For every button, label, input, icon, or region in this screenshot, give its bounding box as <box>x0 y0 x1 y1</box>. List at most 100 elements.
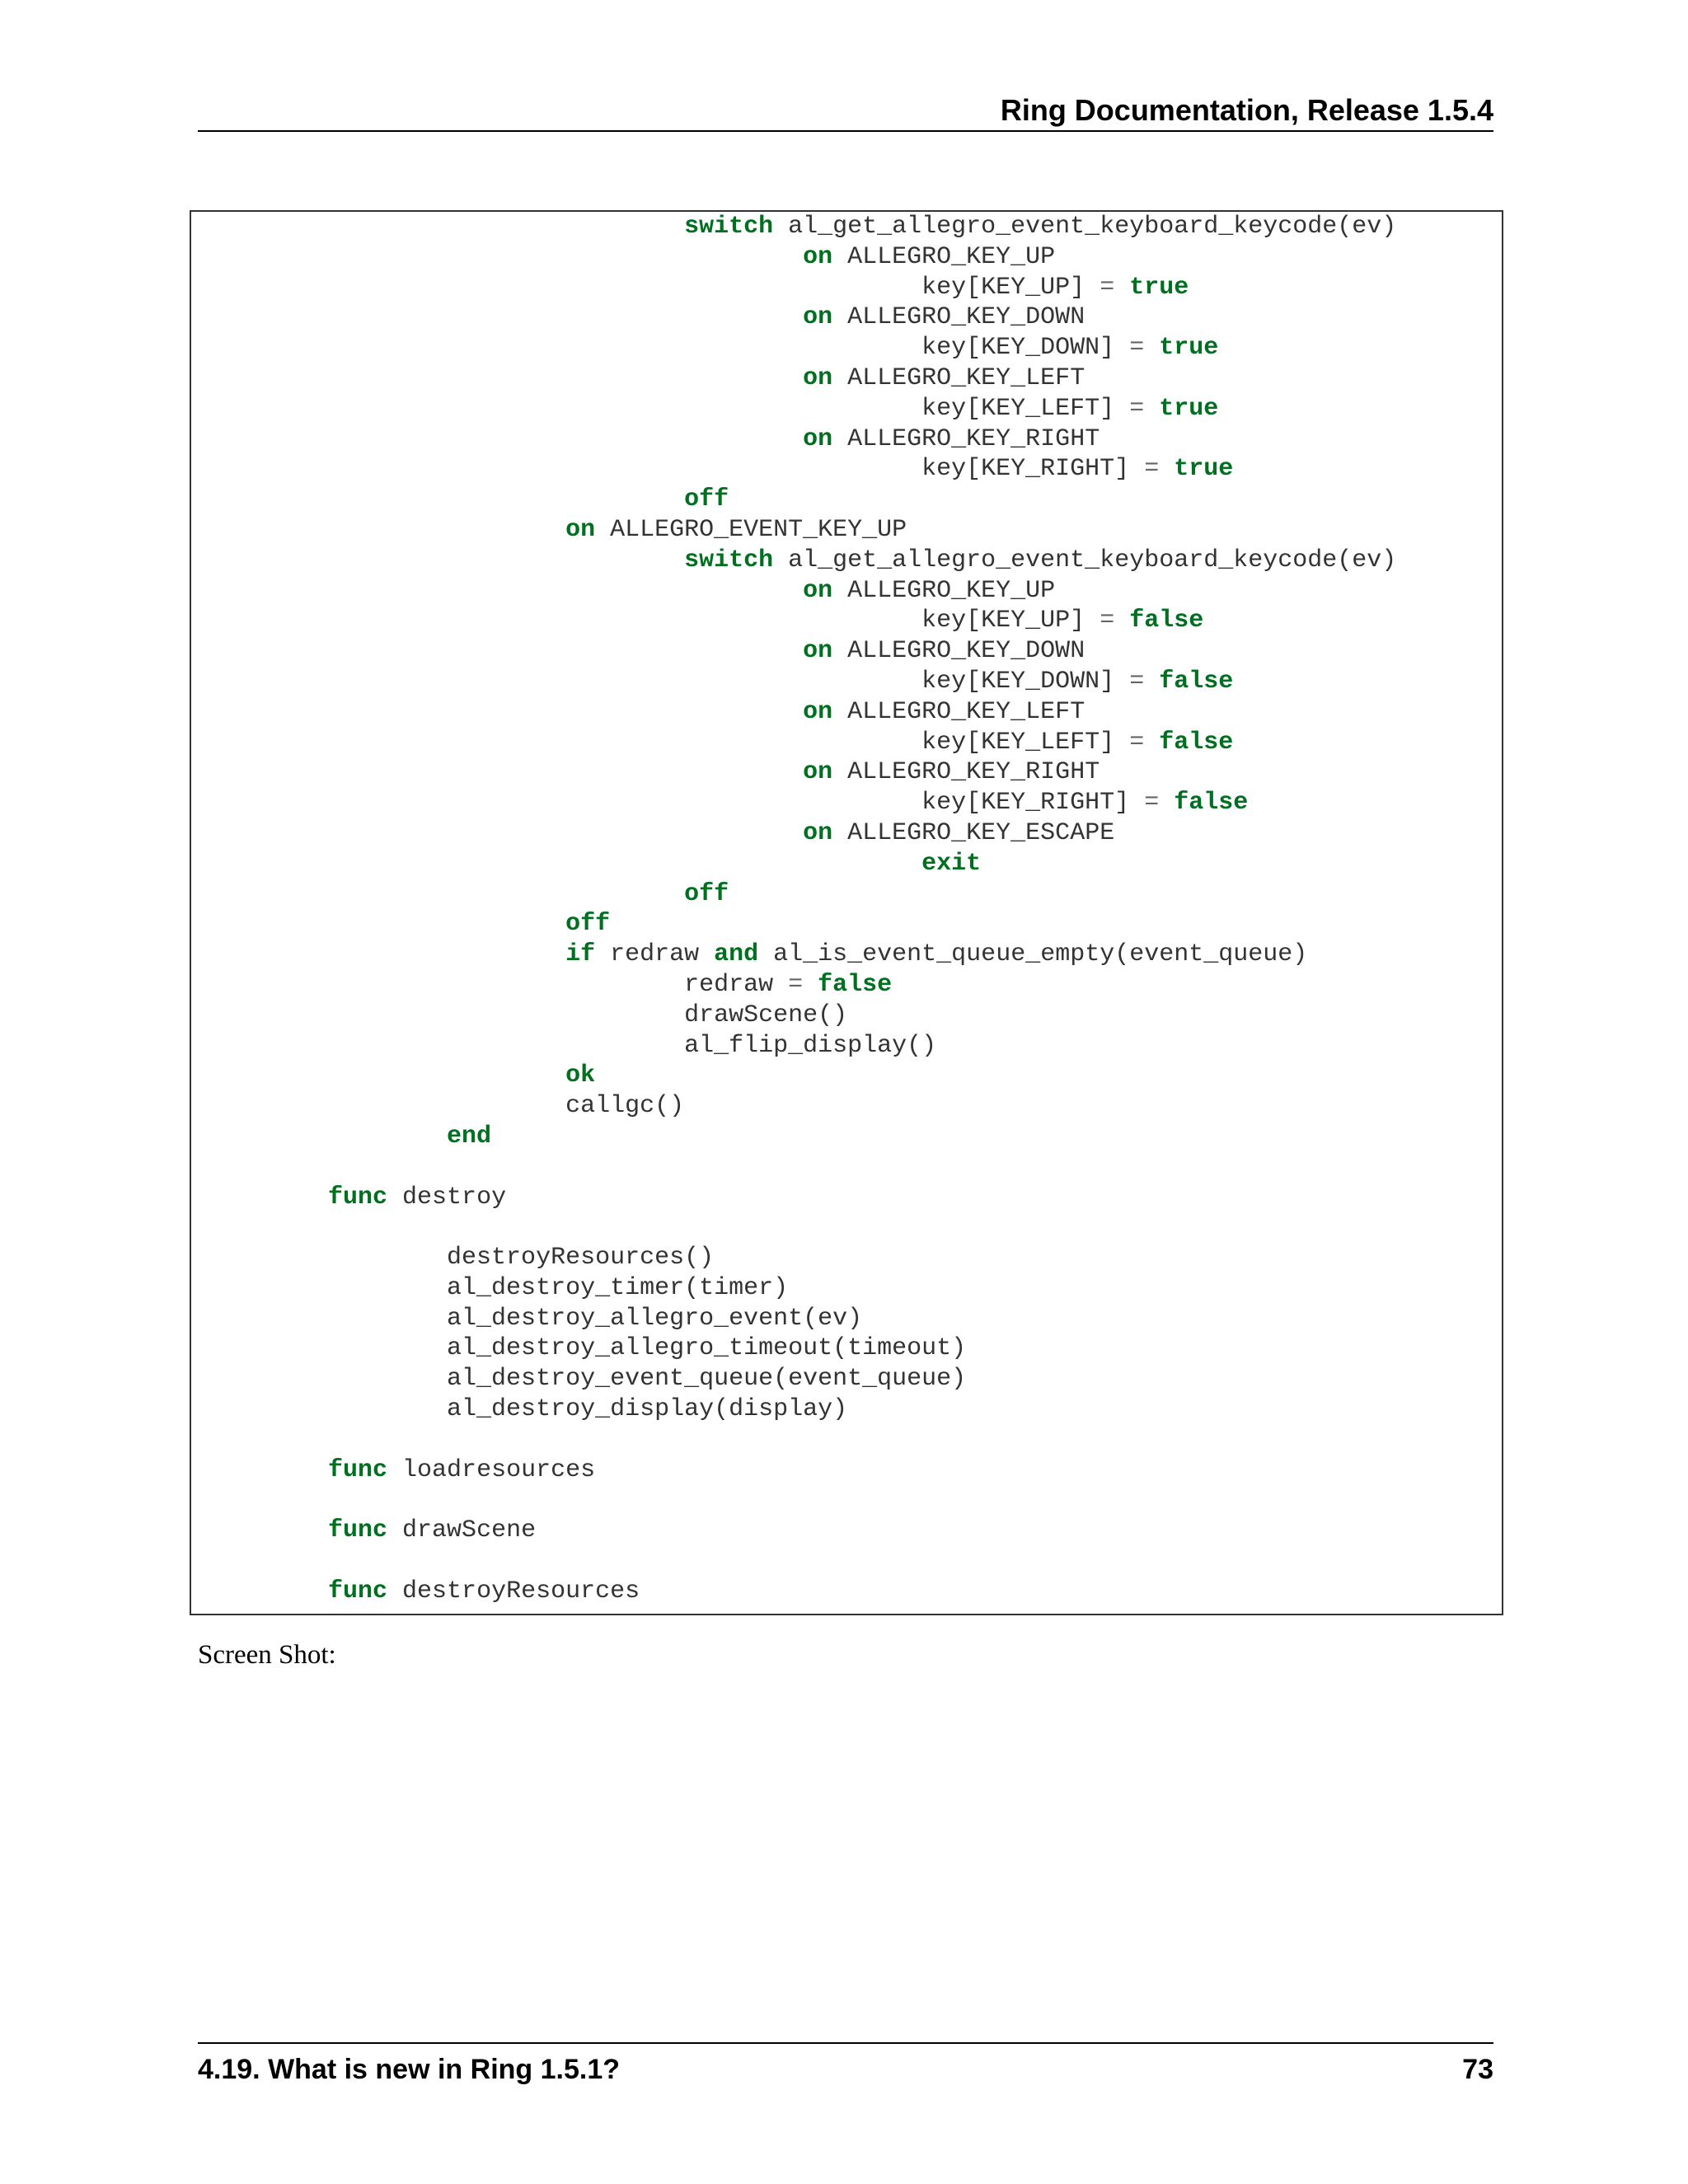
code-line: redraw = false <box>209 970 1396 1001</box>
code-block: switch al_get_allegro_event_keyboard_key… <box>190 210 1503 1615</box>
code-operator: = <box>788 970 804 999</box>
code-keyword: false <box>818 970 893 999</box>
code-line: al_destroy_allegro_event(ev) <box>209 1304 1396 1334</box>
code-line: func drawScene <box>209 1516 1396 1546</box>
code-text: ALLEGRO_KEY_UP <box>832 576 1056 605</box>
code-text: ALLEGRO_KEY_RIGHT <box>832 424 1100 453</box>
code-text: ALLEGRO_KEY_DOWN <box>832 637 1085 666</box>
code-line: if redraw and al_is_event_queue_empty(ev… <box>209 940 1396 970</box>
code-line: key[KEY_RIGHT] = false <box>209 788 1396 818</box>
code-keyword: on <box>803 637 833 666</box>
code-line: key[KEY_DOWN] = true <box>209 333 1396 363</box>
code-keyword: switch <box>684 213 774 241</box>
code-keyword: on <box>803 363 833 392</box>
footer-page-number: 73 <box>1462 2054 1493 2085</box>
code-line: on ALLEGRO_KEY_RIGHT <box>209 424 1396 455</box>
code-text: ALLEGRO_KEY_ESCAPE <box>832 818 1115 847</box>
code-text: ALLEGRO_KEY_DOWN <box>832 303 1085 332</box>
code-line: on ALLEGRO_KEY_LEFT <box>209 363 1396 394</box>
code-keyword: off <box>565 910 611 939</box>
code-keyword: exit <box>921 849 982 878</box>
code-line: on ALLEGRO_KEY_LEFT <box>209 697 1396 728</box>
code-keyword: on <box>803 242 833 271</box>
code-text: al_destroy_allegro_timeout(timeout) <box>447 1334 967 1363</box>
code-line: al_destroy_allegro_timeout(timeout) <box>209 1333 1396 1364</box>
code-line: key[KEY_DOWN] = false <box>209 667 1396 697</box>
code-line: al_destroy_timer(timer) <box>209 1273 1396 1304</box>
code-text: callgc() <box>565 1092 685 1121</box>
code-operator: = <box>1129 394 1145 423</box>
code-keyword: true <box>1159 394 1219 423</box>
code-operator: = <box>1100 607 1115 635</box>
code-text <box>1159 789 1174 817</box>
code-text: al_destroy_allegro_event(ev) <box>447 1304 863 1333</box>
code-line: on ALLEGRO_KEY_UP <box>209 242 1396 273</box>
code-keyword: false <box>1159 667 1234 696</box>
code-text <box>1114 274 1129 302</box>
code-line: destroyResources() <box>209 1243 1396 1273</box>
code-line <box>209 1546 1396 1577</box>
code-line: on ALLEGRO_KEY_RIGHT <box>209 757 1396 788</box>
code-operator: = <box>1129 667 1145 696</box>
code-keyword: on <box>565 515 596 544</box>
code-text <box>1144 334 1159 362</box>
code-line: switch al_get_allegro_event_keyboard_key… <box>209 212 1396 242</box>
code-text: al_flip_display() <box>684 1031 937 1060</box>
code-text: al_get_allegro_event_keyboard_keycode(ev… <box>773 546 1397 574</box>
code-text: redraw <box>684 970 789 999</box>
code-line <box>209 1425 1396 1455</box>
code-text: al_is_event_queue_empty(event_queue) <box>758 940 1308 969</box>
code-keyword: func <box>328 1577 388 1605</box>
code-line: exit <box>209 849 1396 879</box>
code-text <box>803 971 818 999</box>
code-text: key[KEY_LEFT] <box>921 728 1130 757</box>
code-keyword: on <box>803 576 833 605</box>
code-keyword: and <box>714 940 759 969</box>
code-text <box>1144 395 1159 423</box>
code-line: off <box>209 485 1396 515</box>
code-line: key[KEY_LEFT] = true <box>209 394 1396 424</box>
code-line <box>209 1485 1396 1516</box>
code-text <box>1144 668 1159 696</box>
code-text: key[KEY_LEFT] <box>921 394 1130 423</box>
code-keyword: on <box>803 697 833 726</box>
screenshot-caption: Screen Shot: <box>198 1640 336 1670</box>
code-line: off <box>209 909 1396 940</box>
code-line: on ALLEGRO_EVENT_KEY_UP <box>209 515 1396 546</box>
code-keyword: ok <box>565 1062 596 1090</box>
code-text: ALLEGRO_KEY_LEFT <box>832 697 1085 726</box>
code-text: ALLEGRO_KEY_LEFT <box>832 363 1085 392</box>
code-text <box>1144 729 1159 757</box>
code-line: al_flip_display() <box>209 1031 1396 1062</box>
code-line: al_destroy_display(display) <box>209 1394 1396 1425</box>
code-text: al_destroy_timer(timer) <box>447 1273 789 1302</box>
code-line: on ALLEGRO_KEY_DOWN <box>209 302 1396 333</box>
code-keyword: func <box>328 1455 388 1484</box>
code-keyword: if <box>565 940 596 969</box>
code-keyword: off <box>684 879 729 908</box>
code-operator: = <box>1144 789 1160 818</box>
code-operator: = <box>1100 273 1115 302</box>
code-line: key[KEY_RIGHT] = true <box>209 454 1396 485</box>
code-line <box>209 1212 1396 1243</box>
code-operator: = <box>1144 455 1160 484</box>
code-line: key[KEY_UP] = false <box>209 606 1396 636</box>
code-text: drawScene() <box>684 1001 848 1029</box>
code-line: on ALLEGRO_KEY_DOWN <box>209 636 1396 667</box>
code-line: callgc() <box>209 1091 1396 1122</box>
code-text: destroyResources() <box>447 1244 715 1272</box>
code-text: ALLEGRO_KEY_RIGHT <box>832 758 1100 787</box>
code-text: ALLEGRO_EVENT_KEY_UP <box>595 515 907 544</box>
code-keyword: func <box>328 1516 388 1545</box>
code-text: ALLEGRO_KEY_UP <box>832 242 1056 271</box>
code-text: al_destroy_display(display) <box>447 1395 848 1424</box>
code-text: key[KEY_DOWN] <box>921 667 1130 696</box>
code-keyword: switch <box>684 546 774 574</box>
code-text: key[KEY_RIGHT] <box>921 455 1145 484</box>
code-keyword: false <box>1129 607 1204 635</box>
code-line: on ALLEGRO_KEY_ESCAPE <box>209 818 1396 849</box>
code-text: destroyResources <box>387 1577 640 1605</box>
code-text: redraw <box>595 940 715 969</box>
code-keyword: off <box>684 485 729 514</box>
code-line: end <box>209 1122 1396 1152</box>
